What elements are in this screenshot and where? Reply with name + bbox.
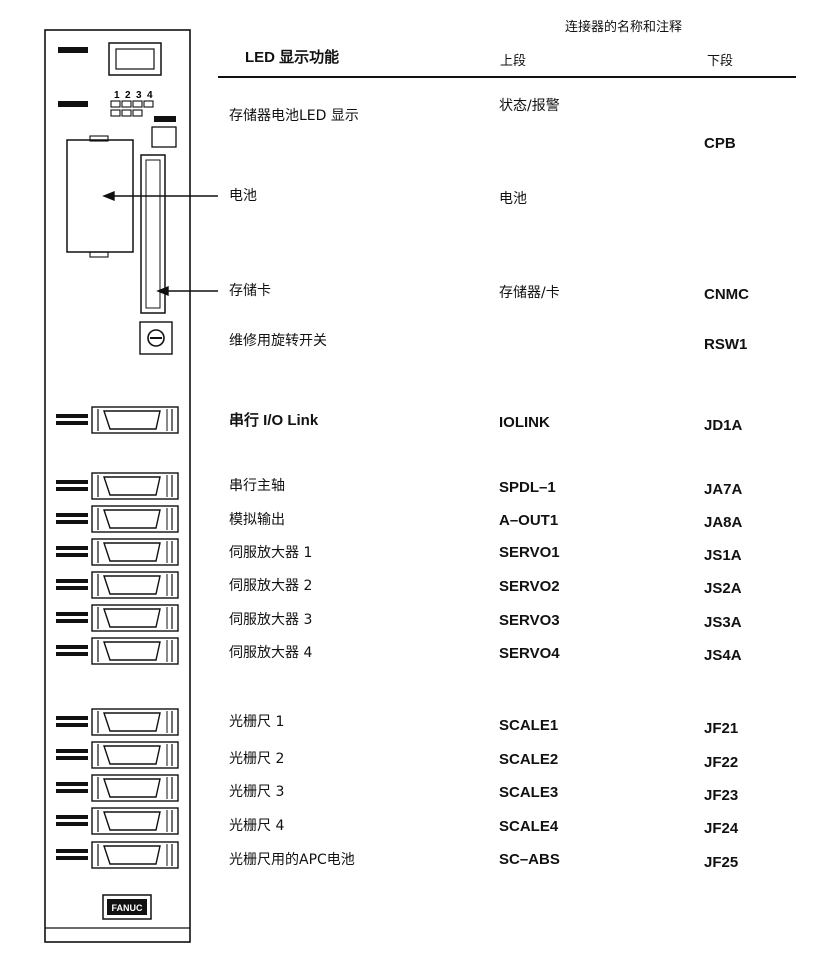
port-connector <box>56 637 179 665</box>
port-connector <box>56 571 179 599</box>
row-label: 伺服放大器 4 <box>229 645 313 661</box>
led-digit-2: 2 <box>125 90 131 101</box>
led-digit-1: 1 <box>114 90 120 101</box>
memory-card-slot-inner <box>145 159 161 309</box>
port-connector <box>56 741 179 769</box>
port-connector <box>56 841 179 869</box>
row-lower: JF25 <box>704 854 739 871</box>
fanuc-logo-text: FANUC <box>112 903 143 913</box>
row-upper: 存储器/卡 <box>499 285 560 301</box>
row-upper: SC–ABS <box>499 851 560 868</box>
lower-column-header: 下段 <box>707 54 734 69</box>
battery-tab-bottom <box>89 251 109 258</box>
row-upper: SCALE3 <box>499 784 559 801</box>
pointer-arrows <box>102 190 218 297</box>
row-upper: SERVO1 <box>499 544 560 561</box>
port-connector <box>56 472 179 500</box>
row-lower: JS4A <box>704 647 742 664</box>
row-label: 伺服放大器 3 <box>229 612 313 628</box>
led-window <box>151 126 177 148</box>
row-upper: IOLINK <box>499 414 550 431</box>
row-lower: JF21 <box>704 720 739 737</box>
row-lower: CPB <box>704 135 736 152</box>
led-function-header: LED 显示功能 <box>245 50 339 66</box>
row-label: 电池 <box>229 188 257 204</box>
row-label: 串行 I/O Link <box>229 412 319 429</box>
row-lower: JD1A <box>704 417 743 434</box>
row-label: 光栅尺 4 <box>229 818 285 834</box>
row-label: 模拟输出 <box>229 512 285 528</box>
memory-card-slot <box>140 154 166 314</box>
rotary-switch <box>139 321 173 355</box>
row-upper: SCALE1 <box>499 717 559 734</box>
rotary-switch-dial <box>147 329 165 347</box>
led-digit-3: 3 <box>136 90 142 101</box>
port-connectors <box>56 406 179 869</box>
row-label: 维修用旋转开关 <box>229 333 327 349</box>
row-lower: JF22 <box>704 754 739 771</box>
port-connector <box>56 505 179 533</box>
row-upper: 电池 <box>499 191 527 207</box>
row-label: 光栅尺用的APC电池 <box>229 852 355 868</box>
row-upper: SPDL–1 <box>499 479 556 496</box>
row-upper: SERVO2 <box>499 578 560 595</box>
row-lower: JS3A <box>704 614 742 631</box>
row-upper: 状态/报警 <box>499 98 560 114</box>
header-rule <box>218 76 796 78</box>
port-connector <box>56 708 179 736</box>
led-array <box>110 100 154 117</box>
row-upper: SCALE2 <box>499 751 559 768</box>
row-upper: SERVO3 <box>499 612 560 629</box>
row-upper: SERVO4 <box>499 645 560 662</box>
row-label: 伺服放大器 1 <box>229 545 313 561</box>
cpb-connector-inner <box>115 48 155 70</box>
fanuc-logo <box>107 899 147 915</box>
connector-header: 连接器的名称和注释 <box>565 20 683 35</box>
row-lower: RSW1 <box>704 336 748 353</box>
board-outline <box>44 29 191 943</box>
connector-mark <box>58 47 88 53</box>
row-label: 光栅尺 2 <box>229 751 285 767</box>
row-lower: JS2A <box>704 580 742 597</box>
row-label: 串行主轴 <box>229 478 285 494</box>
row-lower: JA8A <box>704 514 743 531</box>
row-label: 存储器电池LED 显示 <box>229 108 359 124</box>
port-connector <box>56 538 179 566</box>
row-lower: JA7A <box>704 481 743 498</box>
led-function-title: LED 显示功能 <box>245 49 340 66</box>
row-lower: CNMC <box>704 286 749 303</box>
led-mark <box>58 101 88 107</box>
row-label: 存储卡 <box>229 283 271 299</box>
row-lower: JF23 <box>704 787 739 804</box>
led-digit-4: 4 <box>147 90 153 101</box>
row-label: 伺服放大器 2 <box>229 578 313 594</box>
row-label: 光栅尺 1 <box>229 714 285 730</box>
port-connector <box>56 774 179 802</box>
row-upper: A–OUT1 <box>499 512 559 529</box>
row-lower: JF24 <box>704 820 739 837</box>
battery-tab-top <box>89 135 109 142</box>
port-connector <box>56 604 179 632</box>
port-connector <box>56 406 179 434</box>
row-label: 光栅尺 3 <box>229 784 285 800</box>
row-lower: JS1A <box>704 547 742 564</box>
status-led <box>154 116 176 122</box>
cpb-connector <box>108 42 162 76</box>
row-upper: SCALE4 <box>499 818 559 835</box>
port-connector <box>56 807 179 835</box>
upper-column-header: 上段 <box>500 54 527 69</box>
fanuc-logo-frame <box>102 894 152 920</box>
